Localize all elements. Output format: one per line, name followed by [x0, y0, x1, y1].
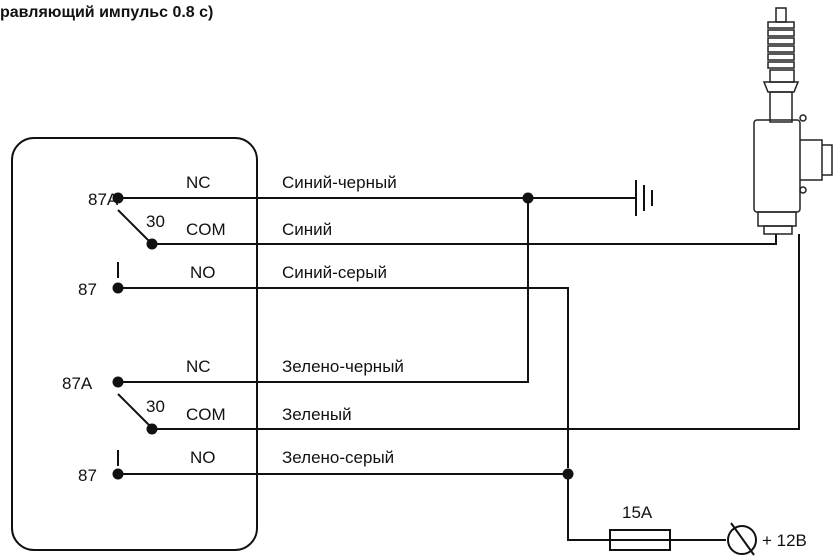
relay1-30-label: 30 — [146, 212, 165, 231]
junction-nc — [522, 192, 534, 204]
relay2-30-label: 30 — [146, 397, 165, 416]
door-lock-actuator — [753, 7, 833, 235]
wire-label-blue: Синий — [282, 220, 332, 239]
relay1-no-label: NO — [190, 263, 216, 282]
relay2-switch-arm — [117, 393, 151, 427]
relay2-no-label: NO — [190, 448, 216, 467]
ground-symbol — [620, 180, 653, 216]
relay-1: 87A 30 87 NC COM NO Синий-черный Синий С… — [78, 173, 777, 468]
fuse-label: 15A — [622, 503, 653, 522]
wire-label-blue-gray: Синий-серый — [282, 263, 387, 282]
relay1-87-label: 87 — [78, 280, 97, 299]
relay1-87a-label: 87A — [88, 190, 119, 209]
wire-label-blue-black: Синий-черный — [282, 173, 397, 192]
relay1-switch-arm — [117, 209, 151, 243]
diagram-title: равляющий импульс 0.8 с) — [0, 4, 214, 21]
relay2-nc-label: NC — [186, 357, 211, 376]
relay-module-box — [11, 137, 258, 551]
relay-2: 87A 30 87 NC COM NO Зелено-черный Зелены… — [62, 198, 800, 485]
relay1-com-label: COM — [186, 220, 226, 239]
wire-green — [152, 234, 800, 430]
fuse-symbol — [567, 474, 726, 551]
relay2-com-label: COM — [186, 405, 226, 424]
relay2-87a-label: 87A — [62, 374, 93, 393]
wire-green-black — [118, 198, 529, 383]
wire-blue-gray — [118, 287, 569, 468]
wire-label-green-black: Зелено-черный — [282, 357, 404, 376]
wire-label-green: Зеленый — [282, 405, 352, 424]
power-terminal-symbol — [727, 522, 757, 556]
power-label: + 12В — [762, 531, 807, 550]
wire-label-green-gray: Зелено-серый — [282, 448, 394, 467]
relay1-nc-label: NC — [186, 173, 211, 192]
wire-blue — [152, 234, 777, 245]
relay2-87-label: 87 — [78, 466, 97, 485]
